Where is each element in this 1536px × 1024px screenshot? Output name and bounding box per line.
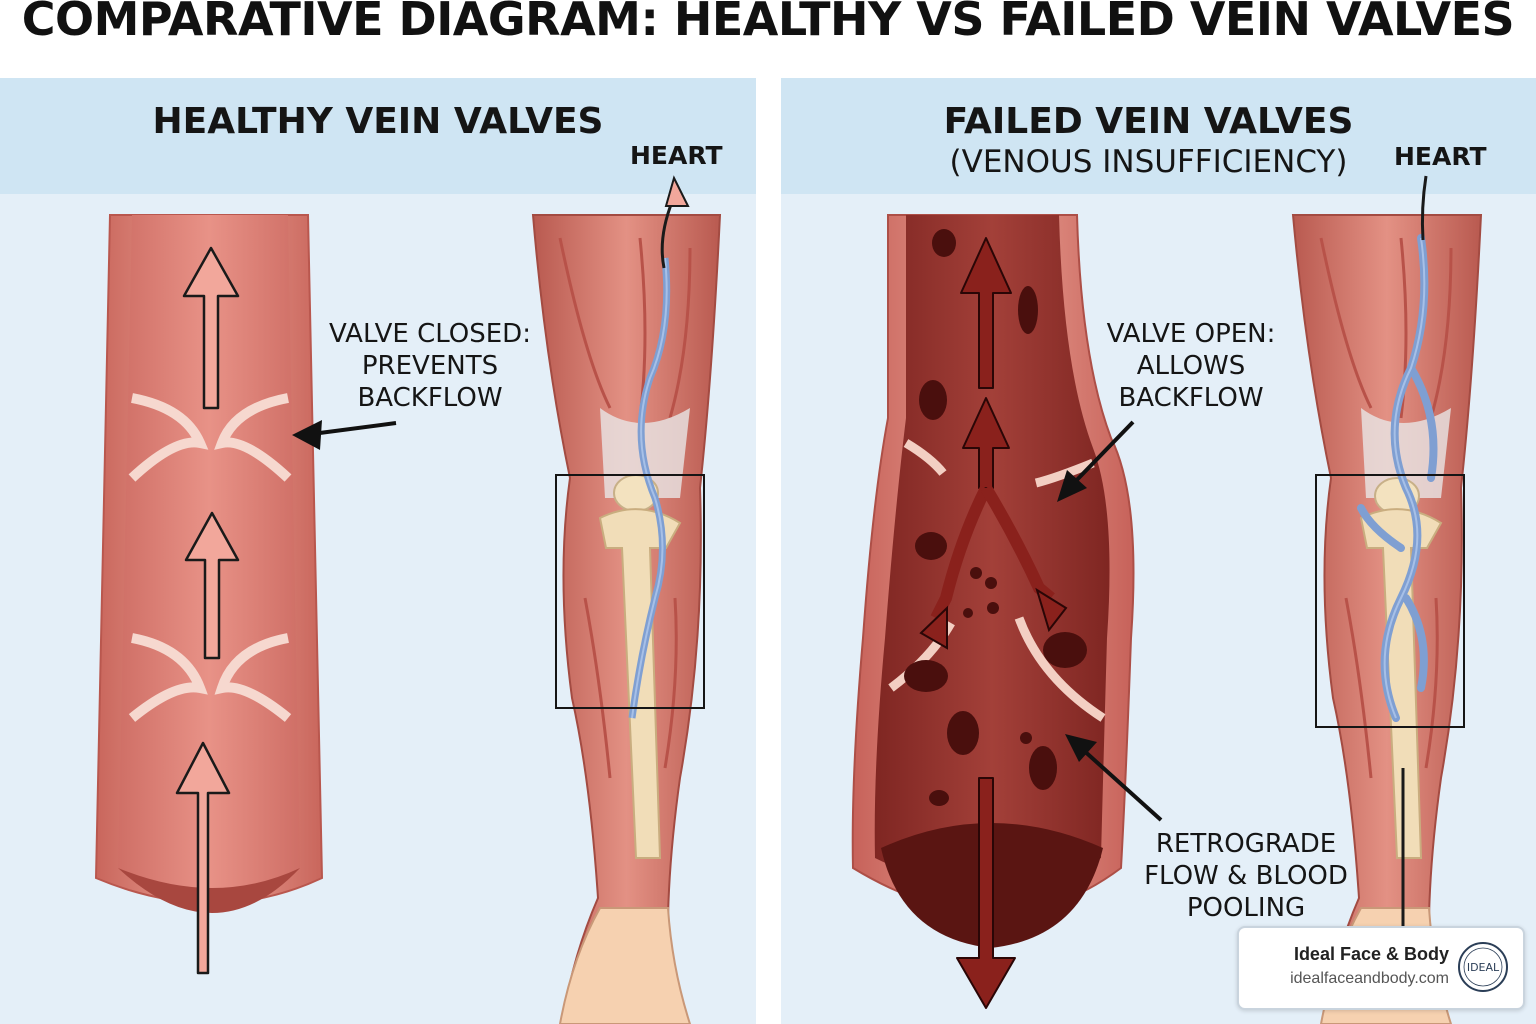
valve-open-callout: VALVE OPEN: ALLOWS BACKFLOW — [1091, 318, 1291, 414]
callout-line: RETROGRADE — [1155, 829, 1337, 859]
healthy-panel-title: HEALTHY VEIN VALVES — [152, 101, 604, 142]
failed-panel-subtitle: (VENOUS INSUFFICIENCY) — [949, 144, 1348, 180]
failed-vein — [851, 214, 1135, 1009]
brand-card[interactable]: Ideal Face & Body idealfaceandbody.com I… — [1237, 926, 1525, 1010]
healthy-panel: HEALTHY VEIN VALVES — [0, 78, 756, 1024]
failed-illustration — [851, 175, 1483, 1024]
healthy-heart-label: HEART — [630, 141, 723, 170]
failed-panel-title: FAILED VEIN VALVES — [943, 101, 1354, 142]
callout-line: FLOW & BLOOD — [1144, 861, 1348, 891]
healthy-panel-header — [0, 78, 756, 194]
failed-heart-label: HEART — [1394, 142, 1487, 171]
callout-line: BACKFLOW — [357, 383, 503, 413]
brand-logo-text: IDEAL — [1467, 961, 1500, 974]
page-title: COMPARATIVE DIAGRAM: HEALTHY VS FAILED V… — [21, 0, 1515, 46]
valve-closed-callout: VALVE CLOSED: PREVENTS BACKFLOW — [325, 318, 535, 414]
callout-line: VALVE OPEN: — [1106, 319, 1276, 349]
callout-line: VALVE CLOSED: — [329, 319, 531, 349]
failed-panel-header — [781, 78, 1536, 194]
callout-line: POOLING — [1186, 893, 1306, 923]
callout-line: ALLOWS — [1136, 351, 1246, 381]
healthy-illustration — [94, 175, 722, 1024]
retrograde-callout: RETROGRADE FLOW & BLOOD POOLING — [1141, 828, 1351, 924]
brand-logo-icon: IDEAL — [1458, 942, 1508, 992]
callout-line: PREVENTS — [361, 351, 499, 381]
failed-panel: FAILED VEIN VALVES (VENOUS INSUFFICIENCY… — [781, 78, 1536, 1024]
healthy-vein — [94, 214, 324, 975]
brand-url[interactable]: idealfaceandbody.com — [1290, 970, 1449, 987]
callout-line: BACKFLOW — [1118, 383, 1264, 413]
brand-name: Ideal Face & Body — [1293, 944, 1449, 964]
healthy-leg — [531, 175, 722, 1024]
